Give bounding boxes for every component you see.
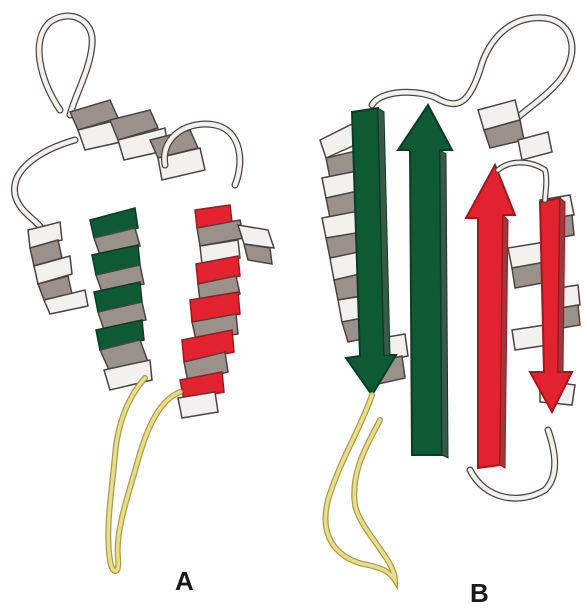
panel-label-a: A bbox=[175, 566, 194, 597]
panel-b-red-strand-up bbox=[466, 165, 515, 468]
panel-label-b: B bbox=[470, 578, 489, 609]
panel-a-helix-top bbox=[70, 100, 205, 180]
panel-a-helix-right-turn bbox=[238, 225, 274, 264]
panel-a-helix-green bbox=[90, 208, 152, 390]
panel-a-helix-red bbox=[178, 205, 244, 418]
panel-a-top-loop bbox=[39, 16, 92, 115]
panel-b-ribbon-diagram bbox=[320, 18, 580, 580]
panel-b-green-strand-up bbox=[398, 105, 452, 458]
panel-a-helix-left bbox=[28, 222, 88, 314]
panel-b-top-loop bbox=[372, 18, 572, 120]
panel-a-ribbon-diagram bbox=[14, 16, 274, 571]
